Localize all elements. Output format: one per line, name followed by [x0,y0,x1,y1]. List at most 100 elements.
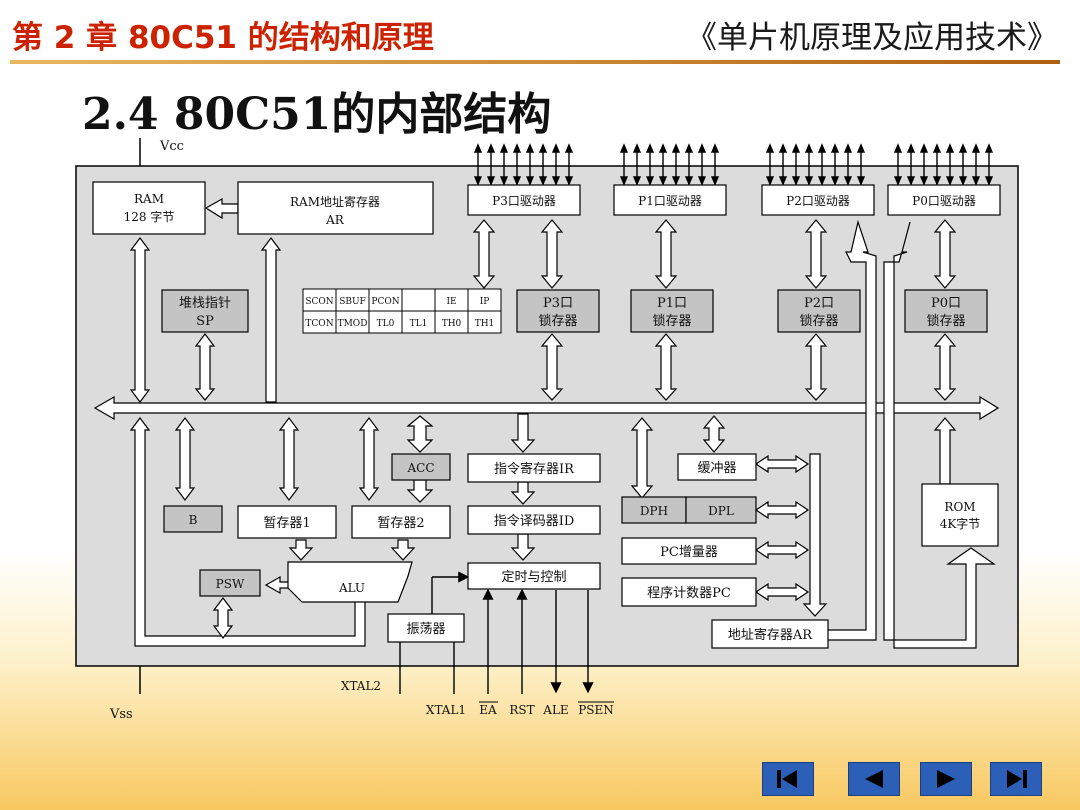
p0-latch-label-2: 锁存器 [926,313,965,329]
port-pin-arrow-up [843,143,853,153]
port-pin-arrow-down [830,176,840,186]
p2-latch-box [777,289,861,333]
sfr-cell-label: IP [480,297,490,307]
addr-ar-box [711,619,829,649]
port-pin-arrow-up [486,143,496,153]
rom-label-1: ROM [944,500,975,514]
port-pin-arrow-down [658,176,668,186]
port-pin-arrow-up [551,143,561,153]
p0-latch-label-1: P0口 [931,296,961,311]
ea-label: EA [479,703,497,717]
port-pin-arrow-down [971,176,981,186]
buffer-box [677,453,757,481]
tmp2-label: 暂存器2 [377,516,424,531]
dpl-box [685,496,757,524]
port-pin-arrow-up [791,143,801,153]
previous-slide-icon [865,770,883,788]
sfr-cell-label: TL0 [377,319,395,329]
port-pin-arrow-down [710,176,720,186]
port-pin-arrow-down [984,176,994,186]
p0-driver-label: P0口驱动器 [912,194,976,208]
port-pin-arrow-up [684,143,694,153]
ram-label-2: 128 字节 [124,209,175,224]
xtal1-label: XTAL1 [426,703,466,717]
xtal2-label: XTAL2 [341,679,381,693]
dpl-label: DPL [708,504,734,518]
acc-label: ACC [406,461,434,475]
sfr-cell-label: TL1 [410,319,428,329]
port-pin-arrow-up [564,143,574,153]
port-pin-arrow-up [945,143,955,153]
port-pin-arrow-down [817,176,827,186]
sfr-cell-label: TMOD [338,319,368,329]
port-pin-arrow-up [958,143,968,153]
port-pin-arrow-up [817,143,827,153]
port-pin-arrow-down [932,176,942,186]
tmp1-box [237,505,337,539]
port-pin-arrow-down [804,176,814,186]
port-pin-arrow-down [906,176,916,186]
port-pin-arrow-up [473,143,483,153]
sp-label-2: SP [196,314,214,329]
control-signals [399,571,594,694]
pc-incrementer-label: PC增量器 [660,545,718,560]
port-pin-arrow-up [645,143,655,153]
port-pin-arrow-down [551,176,561,186]
b-register-label: B [189,513,198,527]
port-pin-arrow-up [906,143,916,153]
p0-latch-box [904,289,988,333]
alu-box [287,561,413,603]
port-pin-arrow-down [778,176,788,186]
port-pin-arrow-down [619,176,629,186]
ir-label: 指令寄存器IR [494,461,575,477]
port-pin-arrow-down [499,176,509,186]
port-pin-arrow-down [486,176,496,186]
p2-latch-label-1: P2口 [804,296,834,311]
port-pin-arrow-up [525,143,535,153]
last-slide-button[interactable] [990,762,1042,796]
ram-ar-label-2: AR [325,213,345,227]
psen-label: PSEN [578,703,614,717]
sfr-cell-label: PCON [371,297,399,307]
p2-driver-box [761,184,875,216]
port-pin-arrow-down [856,176,866,186]
sfr-cell-label: TCON [305,319,333,329]
port-pin-arrow-down [893,176,903,186]
timing-control-box [467,562,601,590]
p3-driver-box [467,184,581,216]
sfr-cell-label: TH1 [475,319,495,329]
port-pin-arrow-up [856,143,866,153]
port-pin-arrow-down [765,176,775,186]
buffer-label: 缓冲器 [697,461,736,476]
rom-box [921,483,999,547]
ram-ar-label-1: RAM地址寄存器 [290,194,380,209]
acc-box [391,453,451,481]
port-pin-arrow-up [710,143,720,153]
port-pin-arrow-up [830,143,840,153]
bus-connectors [129,197,996,649]
p3-driver-label: P3口驱动器 [492,194,556,208]
rom-label-2: 4K字节 [940,516,981,531]
port-pin-arrow-down [919,176,929,186]
port-pins [473,143,994,186]
first-slide-button[interactable] [762,762,814,796]
p3-latch-label-2: 锁存器 [538,313,577,329]
book-title: 《单片机原理及应用技术》 [686,20,1058,56]
ir-box [467,453,601,483]
sfr-cell-label: SCON [305,297,333,307]
last-slide-icon [1007,770,1027,788]
p3-latch-box [516,289,600,333]
previous-slide-button[interactable] [848,762,900,796]
slide-title: 2.4 80C51的内部结构 [82,89,552,140]
next-slide-button[interactable] [920,762,972,796]
port-pin-arrow-up [893,143,903,153]
port-pin-arrow-up [619,143,629,153]
internal-bus [93,395,1000,421]
port-pin-arrow-down [945,176,955,186]
p1-latch-label-2: 锁存器 [652,313,691,329]
ram-ar-box [237,181,434,235]
p2-driver-label: P2口驱动器 [786,194,850,208]
p3-latch-label-1: P3口 [543,296,573,311]
